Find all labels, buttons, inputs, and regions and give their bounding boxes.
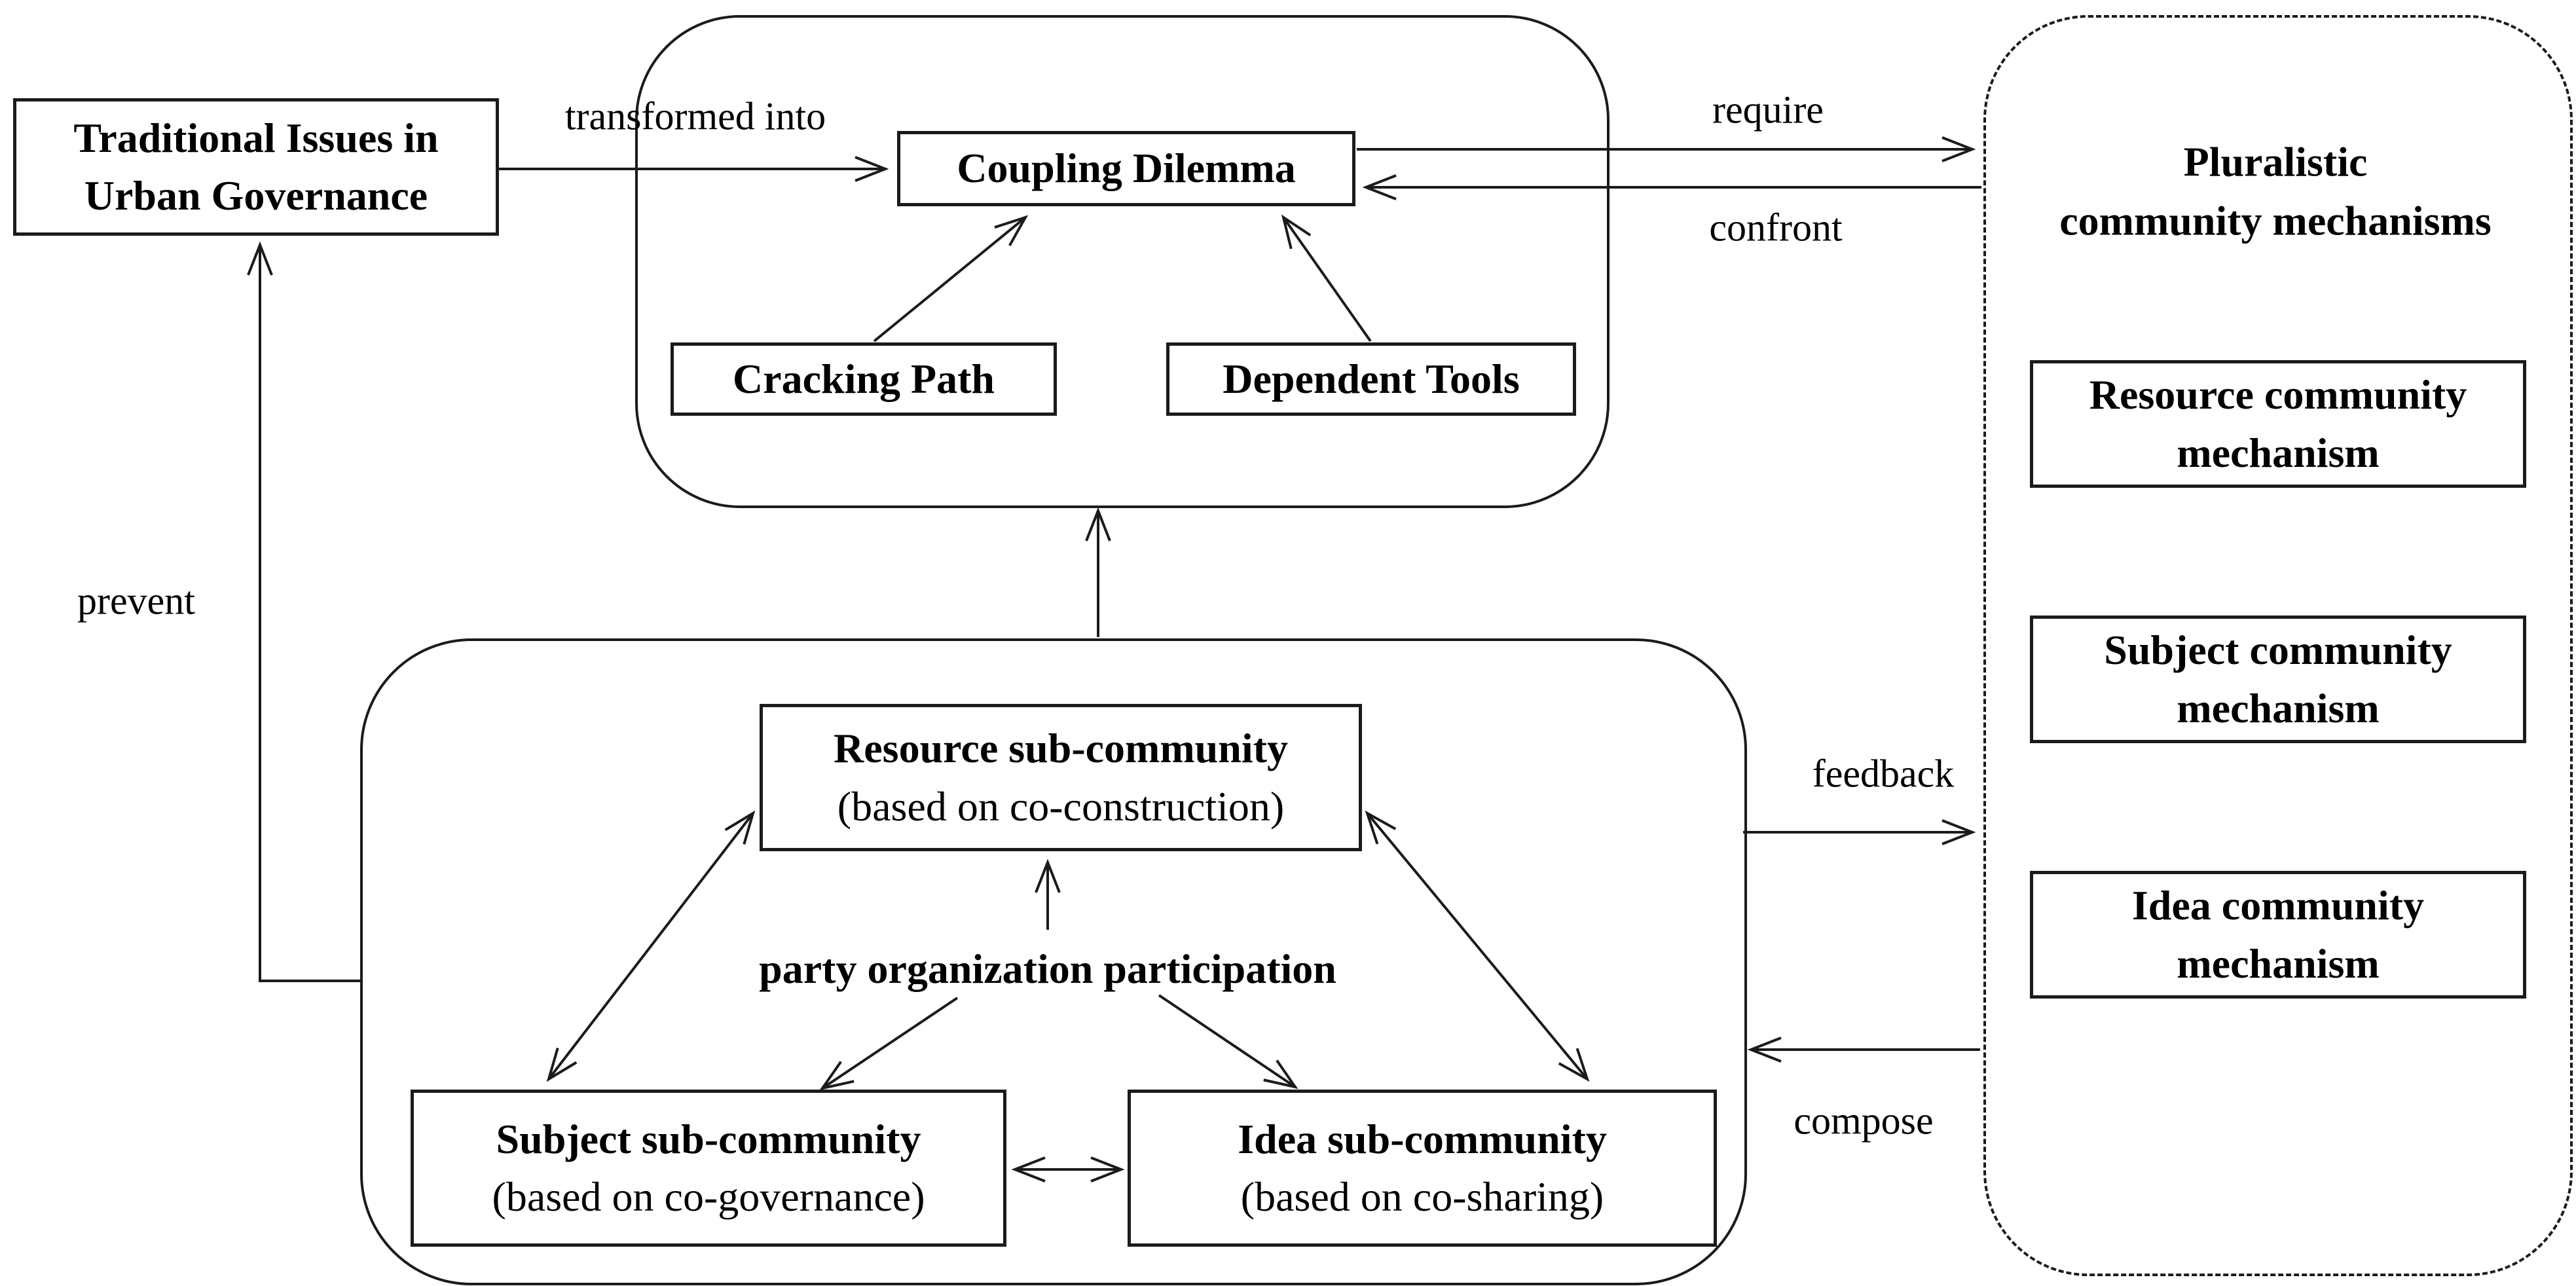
connector-tools-to-coupling (1281, 214, 1372, 342)
idea-community-line2: mechanism (2177, 940, 2380, 987)
traditional-issues-box: Traditional Issues in Urban Governance (13, 98, 499, 236)
idea-sub-community-box: Idea sub-community (based on co-sharing) (1128, 1090, 1717, 1247)
subject-community-line1: Subject community (2104, 627, 2452, 674)
resource-sub-subtitle: (based on co-construction) (837, 782, 1285, 830)
resource-community-line2: mechanism (2177, 429, 2380, 476)
pluralistic-title-line1: Pluralistic (2183, 138, 2368, 185)
traditional-issues-line1: Traditional Issues in (73, 114, 439, 161)
pluralistic-title-line2: community mechanisms (2059, 197, 2492, 244)
resource-community-mechanism-box: Resource community mechanism (2030, 360, 2526, 488)
connector-resource-subject-bidirectional (546, 810, 756, 1082)
cracking-path-box: Cracking Path (671, 342, 1057, 416)
confront-label: confront (1709, 206, 1843, 249)
subject-sub-title: Subject sub-community (496, 1115, 921, 1162)
subject-community-mechanism-box: Subject community mechanism (2030, 615, 2526, 743)
connector-prevent (247, 241, 360, 982)
feedback-label: feedback (1812, 752, 1955, 796)
subject-community-line2: mechanism (2177, 684, 2380, 731)
idea-community-mechanism-box: Idea community mechanism (2030, 871, 2526, 999)
coupling-dilemma-box: Coupling Dilemma (897, 131, 1355, 206)
resource-sub-title: Resource sub-community (834, 725, 1288, 772)
idea-sub-subtitle: (based on co-sharing) (1240, 1173, 1604, 1220)
subject-sub-community-box: Subject sub-community (based on co-gover… (411, 1090, 1006, 1247)
cracking-path-label: Cracking Path (733, 355, 995, 402)
require-label: require (1712, 88, 1824, 132)
sub-community-container (360, 638, 1747, 1285)
idea-community-line1: Idea community (2131, 882, 2425, 929)
pluralistic-panel-title: Pluralistic community mechanisms (2059, 132, 2492, 249)
connector-party-to-idea-sub (1158, 994, 1298, 1090)
connector-cracking-to-coupling (873, 215, 1029, 342)
prevent-label: prevent (77, 579, 195, 623)
idea-sub-title: Idea sub-community (1238, 1115, 1607, 1162)
transformed-into-label: transformed into (564, 94, 826, 138)
coupling-dilemma-container (635, 15, 1610, 508)
connector-resource-idea-bidirectional (1365, 810, 1590, 1082)
resource-sub-community-box: Resource sub-community (based on co-cons… (760, 704, 1362, 851)
compose-label: compose (1794, 1099, 1934, 1143)
resource-community-line1: Resource community (2089, 371, 2467, 418)
dependent-tools-box: Dependent Tools (1166, 342, 1576, 416)
pluralistic-mechanisms-container (1983, 15, 2573, 1276)
party-organization-label: party organization participation (759, 946, 1336, 992)
traditional-issues-line2: Urban Governance (84, 172, 428, 219)
subject-sub-subtitle: (based on co-governance) (492, 1173, 925, 1220)
coupling-dilemma-label: Coupling Dilemma (957, 145, 1296, 192)
connector-party-to-subject-sub (819, 997, 959, 1091)
dependent-tools-label: Dependent Tools (1223, 355, 1520, 402)
